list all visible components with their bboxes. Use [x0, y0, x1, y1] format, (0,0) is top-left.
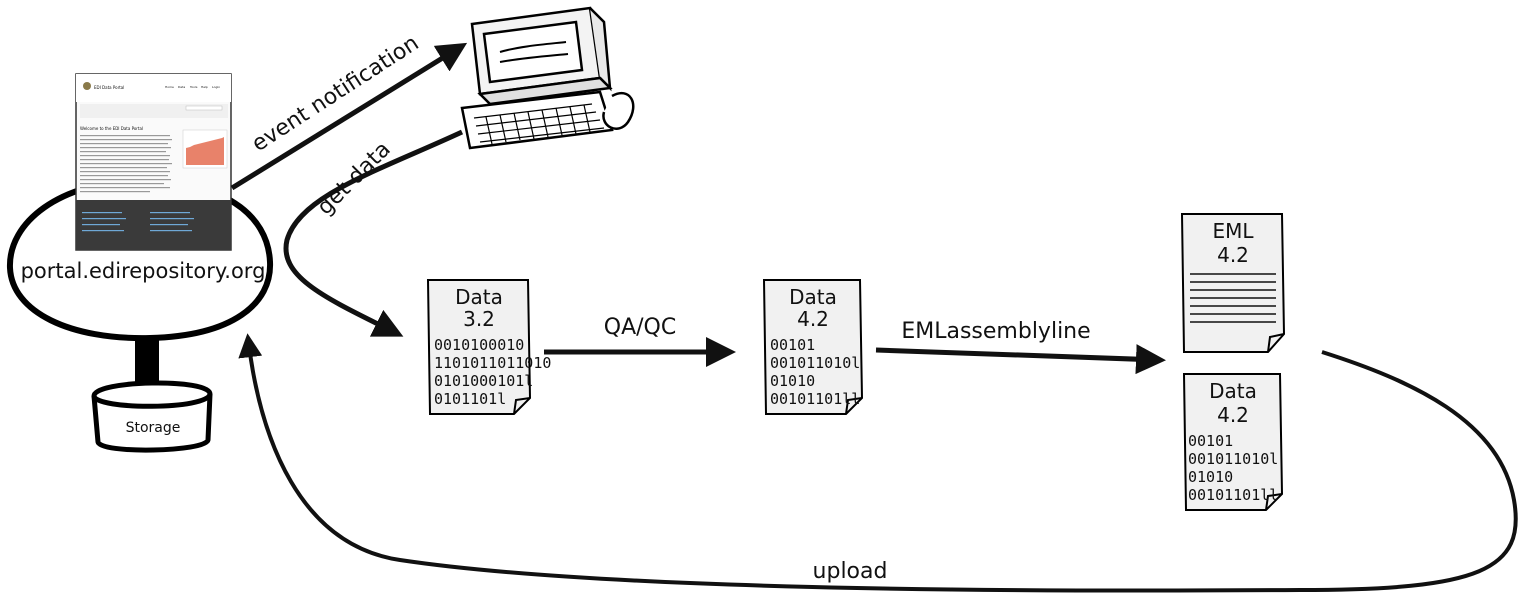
mouse-icon	[602, 92, 635, 130]
thumbnail-nav-login: Login	[212, 85, 220, 89]
thumbnail-nav-data: Data	[178, 85, 185, 89]
thumbnail-body-text	[80, 135, 172, 193]
emlassemblyline-arrow: EMLassemblyline	[875, 319, 1166, 375]
doc-binary-line: 00101	[1188, 432, 1233, 450]
upload-label: upload	[813, 559, 888, 584]
portal-label: portal.edirepository.org	[21, 259, 266, 283]
get-data-label: get data	[313, 137, 396, 220]
portal-node: EDI Data Portal Home Data Tools Help Log…	[6, 73, 274, 342]
doc-title: EML	[1212, 219, 1254, 243]
thumbnail-nav-tools: Tools	[189, 85, 198, 89]
doc-binary-line: 0010100010	[434, 336, 524, 354]
doc-version: 4.2	[797, 307, 829, 331]
portal-website-thumbnail: EDI Data Portal Home Data Tools Help Log…	[75, 73, 232, 251]
doc-version: 4.2	[1217, 403, 1249, 427]
upload-arrow: upload	[238, 333, 1518, 593]
thumbnail-footer-links	[82, 212, 194, 232]
doc-version: 4.2	[1217, 243, 1249, 267]
qaqc-arrow: QA/QC	[544, 315, 736, 367]
doc-binary-line: 01010	[1188, 468, 1233, 486]
doc-version: 3.2	[463, 307, 495, 331]
keyboard-icon	[460, 90, 614, 150]
doc-binary-line: 1101011011010	[434, 354, 551, 372]
event-notification-arrow: event notification	[230, 31, 468, 191]
doc-binary-line: 00101101ll	[1188, 486, 1278, 504]
event-notification-label: event notification	[248, 31, 424, 157]
thumbnail-nav-help: Help	[201, 85, 208, 89]
thumbnail-nav-home: Home	[165, 85, 174, 89]
storage-node: Storage	[91, 338, 213, 453]
storage-label: Storage	[126, 420, 181, 436]
eml-content-lines	[1190, 273, 1276, 323]
doc-binary-line: 001011010l	[770, 354, 860, 372]
data-3-2-document: Data 3.2 0010100010 1101011011010 010100…	[426, 279, 551, 415]
doc-binary-line: 00101101ll	[770, 390, 860, 408]
data-4-2-document: Data 4.2 00101 001011010l 01010 00101101…	[762, 279, 864, 415]
doc-title: Data	[1209, 379, 1257, 403]
doc-binary-line: 0101101l	[434, 390, 506, 408]
data-4-2-output-document: Data 4.2 00101 001011010l 01010 00101101…	[1182, 373, 1284, 511]
computer-icon	[460, 6, 635, 150]
doc-title: Data	[789, 285, 837, 309]
doc-binary-line: 01010	[770, 372, 815, 390]
qaqc-label: QA/QC	[604, 315, 676, 340]
doc-binary-line: 001011010l	[1188, 450, 1278, 468]
storage-cylinder	[91, 380, 213, 453]
edi-logo-icon	[83, 82, 91, 90]
thumbnail-site-name: EDI Data Portal	[94, 85, 124, 90]
doc-binary-line: 00101	[770, 336, 815, 354]
thumbnail-chart	[182, 129, 228, 169]
thumbnail-heading: Welcome to the EDI Data Portal	[80, 126, 143, 131]
doc-title: Data	[455, 285, 503, 309]
eml-4-2-document: EML 4.2	[1180, 213, 1286, 353]
doc-binary-line: 0101000101l	[434, 372, 533, 390]
emlassemblyline-label: EMLassemblyline	[901, 319, 1090, 344]
thumbnail-nav: Home Data Tools Help Login	[165, 85, 220, 89]
